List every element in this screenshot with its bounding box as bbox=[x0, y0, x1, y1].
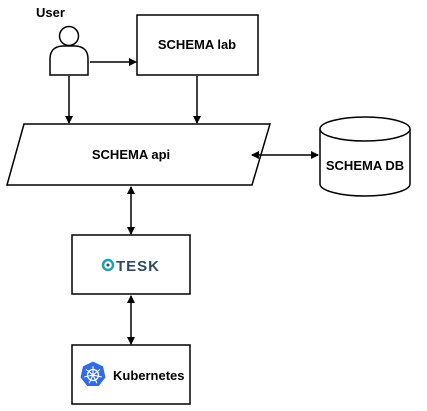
user-label: User bbox=[36, 5, 65, 20]
schema-api-label: SCHEMA api bbox=[92, 147, 170, 162]
kubernetes-node: Kubernetes bbox=[71, 344, 191, 405]
edges bbox=[65, 58, 319, 345]
tesk-label: TESK bbox=[116, 258, 160, 275]
user-node: User bbox=[36, 5, 89, 76]
user-icon bbox=[49, 25, 89, 76]
kubernetes-label: Kubernetes bbox=[113, 368, 185, 383]
kubernetes-icon bbox=[79, 360, 107, 387]
schema-db-node: SCHEMA DB bbox=[319, 116, 411, 197]
schema-db-label: SCHEMA DB bbox=[326, 158, 404, 173]
schema-lab-label: SCHEMA lab bbox=[158, 37, 236, 52]
tesk-node: TESK bbox=[71, 234, 191, 295]
tesk-logo-icon bbox=[101, 258, 115, 272]
schema-lab-node: SCHEMA lab bbox=[136, 14, 259, 76]
schema-api-node: SCHEMA api bbox=[6, 123, 272, 186]
